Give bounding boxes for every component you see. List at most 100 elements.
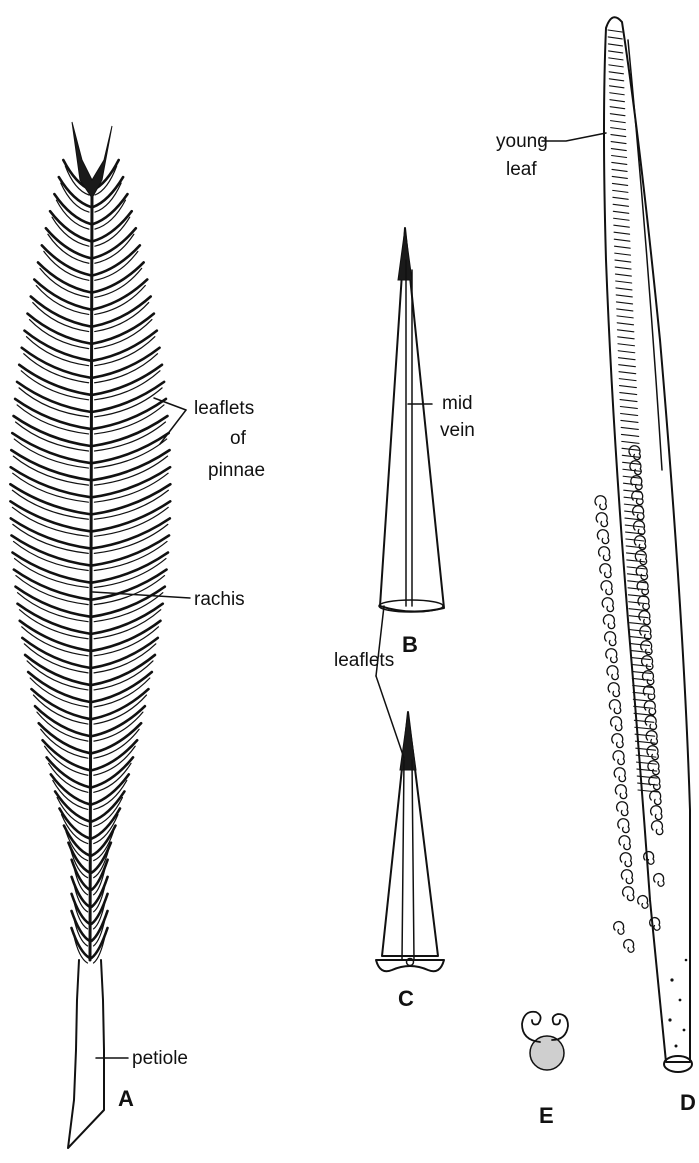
coil xyxy=(635,551,646,565)
coil xyxy=(645,716,656,730)
hatch-line xyxy=(621,420,638,422)
hatch-line xyxy=(614,225,630,227)
hatch-line xyxy=(633,692,652,694)
coil xyxy=(647,746,658,760)
coil xyxy=(623,887,634,901)
panel-label-c: C xyxy=(398,986,414,1011)
hatch-line xyxy=(621,413,638,415)
panel-label-a: A xyxy=(118,1086,134,1111)
coil xyxy=(597,530,608,544)
panel-label-e: E xyxy=(539,1103,554,1128)
hatch-line xyxy=(625,525,643,527)
label-leaf: leaf xyxy=(506,159,537,180)
coil xyxy=(648,761,659,775)
leaflet-e-coil-left xyxy=(522,1012,541,1042)
hatch-line xyxy=(610,86,624,88)
hatch-line xyxy=(625,511,643,513)
leader-lines xyxy=(93,133,606,1058)
coil xyxy=(643,686,654,700)
coil xyxy=(644,852,654,865)
young-leaf-d xyxy=(595,17,692,1072)
hatch-line xyxy=(613,204,628,206)
hatch-line xyxy=(626,532,644,534)
hatch-line xyxy=(609,72,623,74)
hatch-line xyxy=(614,246,630,248)
coil xyxy=(614,768,625,782)
label-mid: mid xyxy=(442,393,473,414)
hatch-line xyxy=(631,644,650,646)
hatch-line xyxy=(609,58,623,60)
hatch-line xyxy=(609,51,623,53)
hatch-line xyxy=(622,455,639,457)
coil xyxy=(599,547,610,561)
coil xyxy=(650,791,661,805)
coil xyxy=(621,870,632,884)
hatch-line xyxy=(632,664,651,666)
hatch-line xyxy=(619,365,636,367)
hatch-line xyxy=(608,37,622,39)
coil xyxy=(596,513,607,527)
leaflet-stroke xyxy=(93,228,136,258)
hatch-line xyxy=(611,142,626,144)
hatch-line xyxy=(620,393,637,395)
rachis-line xyxy=(90,190,92,960)
label-rachis: rachis xyxy=(194,589,245,610)
coil xyxy=(615,785,626,799)
hatch-line xyxy=(618,344,634,346)
hatch-line xyxy=(616,302,632,304)
hatch-line xyxy=(616,281,632,283)
leaflet-c-vein-left xyxy=(402,760,404,960)
leader-leaflets-pinnae-2 xyxy=(160,410,186,444)
hatch-line xyxy=(617,309,633,311)
hatch-line xyxy=(620,386,637,388)
hatch-line xyxy=(631,651,650,653)
coil xyxy=(607,666,618,680)
hatch-line xyxy=(620,407,637,409)
panel-label-d: D xyxy=(680,1090,696,1115)
label-leaflets-of-pinnae-1: leaflets xyxy=(194,398,254,419)
coil xyxy=(600,564,611,578)
leaflet-e xyxy=(522,1012,568,1070)
coil xyxy=(636,566,647,580)
circinate-leaflets xyxy=(595,446,664,952)
hatch-line xyxy=(621,427,638,429)
hatch-line xyxy=(630,637,649,639)
hatch-line xyxy=(610,100,625,102)
coil xyxy=(606,649,617,663)
leaflet-stroke xyxy=(93,194,128,224)
hatch-line xyxy=(616,288,632,290)
hatch-line xyxy=(610,114,625,116)
hatch-line xyxy=(622,441,639,443)
leaflet-c xyxy=(376,712,444,971)
leaflet-c-tip xyxy=(400,712,416,770)
stalk-speckles xyxy=(668,959,687,1048)
leader-young-leaf xyxy=(542,133,606,141)
hatch-line xyxy=(632,678,651,680)
coil xyxy=(618,819,629,833)
hatch-line xyxy=(622,448,639,450)
hatch-line xyxy=(617,330,633,332)
leaflet-b-tip xyxy=(398,228,412,280)
coil xyxy=(614,922,624,935)
coil xyxy=(651,821,662,835)
hatch-line xyxy=(632,671,651,673)
label-vein: vein xyxy=(440,420,475,441)
coil xyxy=(638,896,648,909)
hatch-line xyxy=(612,169,627,171)
hatch-line xyxy=(615,274,631,276)
leaflet-stroke xyxy=(50,211,91,241)
hatch-line xyxy=(610,107,625,109)
coil xyxy=(617,802,628,816)
leaflet-b xyxy=(379,228,444,612)
hatch-line xyxy=(614,218,629,220)
label-leaflets-of-pinnae-2: of xyxy=(230,428,247,449)
coil xyxy=(605,632,616,646)
label-leaflets: leaflets xyxy=(334,650,394,671)
young-leaf-base xyxy=(664,1056,692,1072)
coil xyxy=(650,918,660,931)
young-leaf-outline xyxy=(604,17,690,1062)
hatch-line xyxy=(615,267,631,269)
coil xyxy=(601,581,612,595)
hatch-line xyxy=(611,128,626,130)
